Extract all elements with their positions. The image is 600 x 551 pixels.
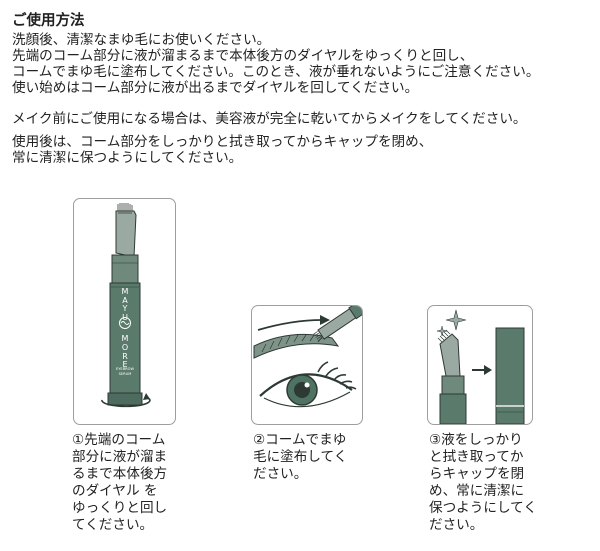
instruction-line: 使い始めはコーム部分に液が出るまでダイヤルを回してください。 <box>12 80 419 96</box>
caption-line: のダイヤル を <box>72 483 158 499</box>
brand-letter: Y <box>122 304 128 314</box>
pen-sub-label: EYEBROW SERUM <box>110 367 140 377</box>
brand-letter: E <box>122 360 128 370</box>
instruction-paragraph-3: 使用後は、コーム部分をしっかりと拭き取ってからキャップを閉め、 常に清潔に保つよ… <box>12 134 432 166</box>
section-title: ご使用方法 <box>12 13 85 29</box>
serum-pen-image <box>101 203 151 408</box>
caption-line: ②コームでまゆ <box>253 432 347 448</box>
caption-line: ゆっくりと回し <box>72 500 168 516</box>
eyebrow-application-image <box>253 306 362 408</box>
step-2-caption: ②コームでまゆ 毛に塗布してく ださい。 <box>253 432 347 483</box>
instruction-line: 使用後は、コーム部分をしっかりと拭き取ってからキャップを閉め、 <box>12 134 433 150</box>
caption-line: ③液をしっかり <box>429 432 523 448</box>
step-2-illustration <box>251 305 363 425</box>
instruction-line: コームでまゆ毛に塗布してください。このとき、液が垂れないようにご注意ください。 <box>12 64 540 80</box>
cap-closing-image <box>436 309 525 424</box>
instruction-paragraph-2: メイク前にご使用になる場合は、美容液が完全に乾いてからメイクをしてください。 <box>12 111 527 127</box>
step-3-illustration <box>427 305 533 425</box>
instruction-line: 先端のコーム部分に液が溜まるまで本体後方のダイヤルをゆっくりと回し、 <box>12 48 474 64</box>
brand-letter: M <box>121 334 129 344</box>
instruction-paragraph-1: 洗顔後、清潔なまゆ毛にお使いください。 先端のコーム部分に液が溜まるまで本体後方… <box>12 32 539 96</box>
caption-line: らキャップを閉 <box>429 466 525 482</box>
caption-line: 保つようにしてく <box>429 500 537 516</box>
step-3-caption: ③液をしっかり と拭き取ってか らキャップを閉 め、常に清潔に 保つようにしてく… <box>429 432 537 534</box>
instruction-line: 常に清潔に保つようにしてください。 <box>12 150 243 166</box>
caption-line: め、常に清潔に <box>429 483 525 499</box>
instruction-line: 洗顔後、清潔なまゆ毛にお使いください。 <box>12 32 271 48</box>
instruction-line: メイク前にご使用になる場合は、美容液が完全に乾いてからメイクをしてください。 <box>12 111 527 127</box>
caption-line: ださい。 <box>429 517 484 533</box>
caption-line: ①先端のコーム <box>72 432 166 448</box>
caption-line: てください。 <box>72 517 154 533</box>
step-1-caption: ①先端のコーム 部分に液が溜ま るまで本体後方 のダイヤル を ゆっくりと回し … <box>72 432 167 534</box>
caption-line: るまで本体後方 <box>72 466 168 482</box>
brand-letter: A <box>122 295 128 305</box>
brand-letter: R <box>122 351 128 361</box>
pen-sub-label-line: EYEBROW <box>115 367 135 371</box>
brand-letter: M <box>121 287 129 296</box>
pen-brand-letters: M A Y U M O R E <box>118 287 132 370</box>
brand-letter: O <box>121 342 129 352</box>
caption-line: 部分に液が溜ま <box>72 449 168 465</box>
pen-sub-label-line: SERUM <box>118 372 132 376</box>
brand-letter: U <box>122 312 128 322</box>
caption-line: 毛に塗布してく <box>253 449 348 465</box>
caption-line: と拭き取ってか <box>429 449 524 465</box>
step-1-illustration: M A Y U M O R E EYEBROW SERUM <box>73 198 176 425</box>
caption-line: ださい。 <box>253 466 308 482</box>
